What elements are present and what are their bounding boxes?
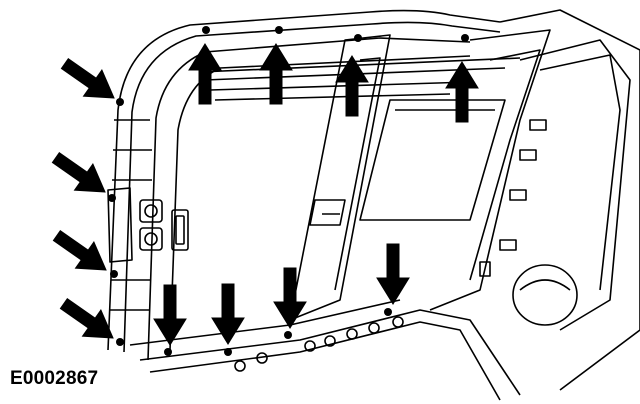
fastener <box>108 194 116 202</box>
outer-frame-inner <box>123 21 501 353</box>
fastener <box>164 348 172 356</box>
arrow-icon <box>188 43 222 105</box>
arrow-icon <box>376 243 410 305</box>
arrow-icon <box>273 267 307 329</box>
b-pillar <box>499 9 640 391</box>
fastener <box>202 26 210 34</box>
arrow-icon <box>259 43 293 105</box>
fastener <box>284 331 292 339</box>
fastener <box>116 338 124 346</box>
arrow-icon <box>46 143 115 206</box>
headrest <box>512 264 578 326</box>
figure-id-label: E0002867 <box>10 368 99 389</box>
fastener <box>224 348 232 356</box>
fastener <box>384 308 392 316</box>
arrow-icon <box>211 283 245 345</box>
fasteners <box>108 26 469 356</box>
arrow-icon <box>47 221 116 284</box>
fastener <box>116 98 124 106</box>
arrow-icon <box>55 49 124 112</box>
bottom-rail <box>139 309 521 396</box>
arrow-icon <box>54 289 123 352</box>
fastener <box>275 26 283 34</box>
arrow-icon <box>445 61 479 123</box>
sunroof-opening <box>359 99 506 221</box>
left-bracket <box>107 187 133 263</box>
outer-frame <box>107 9 501 351</box>
fastener <box>354 34 362 42</box>
fastener <box>110 270 118 278</box>
fastener <box>461 34 469 42</box>
arrow-icon <box>153 284 187 346</box>
vehicle-structure <box>107 9 640 401</box>
center-rail <box>289 34 391 321</box>
